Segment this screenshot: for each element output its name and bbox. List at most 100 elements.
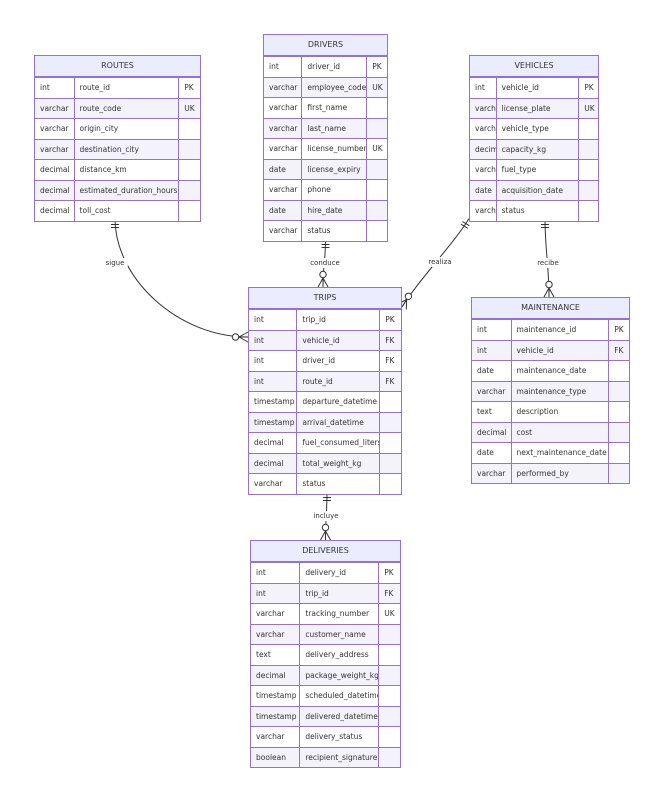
- entity-title: TRIPS: [249, 288, 401, 309]
- attribute-key: [178, 201, 200, 221]
- attribute-key: [366, 98, 387, 118]
- attribute-key: UK: [378, 604, 400, 624]
- attribute-row: varcharfuel_type: [470, 159, 598, 180]
- relationship-label-realiza: realiza: [428, 258, 451, 266]
- attribute-key: PK: [578, 78, 598, 98]
- attribute-key: [608, 422, 629, 442]
- attribute-name: description: [510, 402, 609, 422]
- attribute-name: capacity_kg: [495, 139, 579, 159]
- attribute-name: vehicle_id: [296, 330, 379, 350]
- attribute-type: int: [256, 588, 266, 598]
- attribute-name: vehicle_type: [495, 119, 579, 139]
- attribute-key: [578, 201, 598, 221]
- attribute-name: trip_id: [299, 583, 378, 603]
- attribute-key: [379, 392, 401, 412]
- attribute-name: status: [495, 201, 579, 221]
- attribute-type: decimal: [40, 206, 70, 215]
- relationship-label-bg: [307, 258, 343, 268]
- attribute-type: int: [477, 345, 487, 355]
- attribute-name: cost: [510, 422, 609, 442]
- attribute-name: hire_date: [301, 200, 366, 220]
- attribute-type: varchar: [475, 103, 496, 113]
- attribute-key: [578, 160, 598, 180]
- attribute-key: [178, 160, 200, 180]
- attribute-type: timestamp: [254, 417, 295, 427]
- relationship-label-recibe: recibe: [537, 259, 559, 267]
- attribute-type: varchar: [256, 629, 285, 639]
- attribute-name: license_expiry: [301, 159, 366, 179]
- attribute-key: [379, 433, 401, 453]
- attribute-name: driver_id: [301, 57, 366, 77]
- attribute-name: delivered_datetime: [299, 706, 378, 726]
- attribute-type: decimal: [254, 438, 284, 447]
- attribute-type: varchar: [256, 609, 285, 618]
- attribute-row: decimalcapacity_kg: [470, 138, 598, 159]
- attribute-type: varchar: [40, 103, 69, 113]
- attribute-key: PK: [178, 78, 200, 98]
- attribute-name: maintenance_id: [510, 320, 609, 340]
- attribute-key: UK: [178, 98, 200, 118]
- attribute-name: last_name: [301, 118, 366, 138]
- attribute-key: [378, 665, 400, 685]
- attribute-type: decimal: [254, 458, 284, 468]
- attribute-type: decimal: [256, 670, 286, 680]
- entity-vehicles[interactable]: VEHICLESintvehicle_idPKvarcharlicense_pl…: [469, 55, 599, 222]
- attribute-key: UK: [578, 98, 598, 118]
- attribute-type: timestamp: [254, 397, 295, 406]
- attribute-name: delivery_id: [299, 563, 378, 583]
- attribute-type: int: [477, 325, 487, 334]
- attribute-row: decimal total_weight_kg: [249, 452, 401, 473]
- attribute-type: int: [254, 335, 264, 345]
- attribute-key: [366, 221, 387, 241]
- attribute-type: varchar: [269, 185, 298, 194]
- attribute-type: decimal: [475, 144, 496, 154]
- attribute-name: scheduled_datetime: [299, 686, 378, 706]
- attribute-type: decimal: [40, 165, 70, 174]
- attribute-name: acquisition_date: [495, 180, 579, 200]
- attribute-name: route_id: [73, 78, 179, 98]
- entity-title: ROUTES: [35, 56, 200, 77]
- attribute-name: destination_city: [73, 139, 179, 159]
- attribute-key: FK: [379, 330, 401, 350]
- attribute-name: fuel_consumed_liters: [296, 433, 379, 453]
- attribute-name: delivery_address: [299, 645, 378, 665]
- attribute-row: varcharvehicle_type: [470, 118, 598, 139]
- attribute-name: route_code: [73, 98, 179, 118]
- attribute-key: [578, 180, 598, 200]
- entity-title: DELIVERIES: [251, 541, 400, 562]
- attribute-name: trip_id: [296, 310, 379, 330]
- attribute-key: UK: [366, 77, 387, 97]
- many-marker-recibe: [543, 280, 555, 298]
- attribute-type: date: [269, 164, 286, 174]
- attribute-name: recipient_signature: [299, 747, 378, 767]
- attribute-name: driver_id: [296, 351, 379, 371]
- attribute-key: [608, 463, 629, 483]
- attribute-key: [378, 686, 400, 706]
- attribute-type: int: [254, 356, 264, 365]
- attribute-name: total_weight_kg: [296, 453, 379, 473]
